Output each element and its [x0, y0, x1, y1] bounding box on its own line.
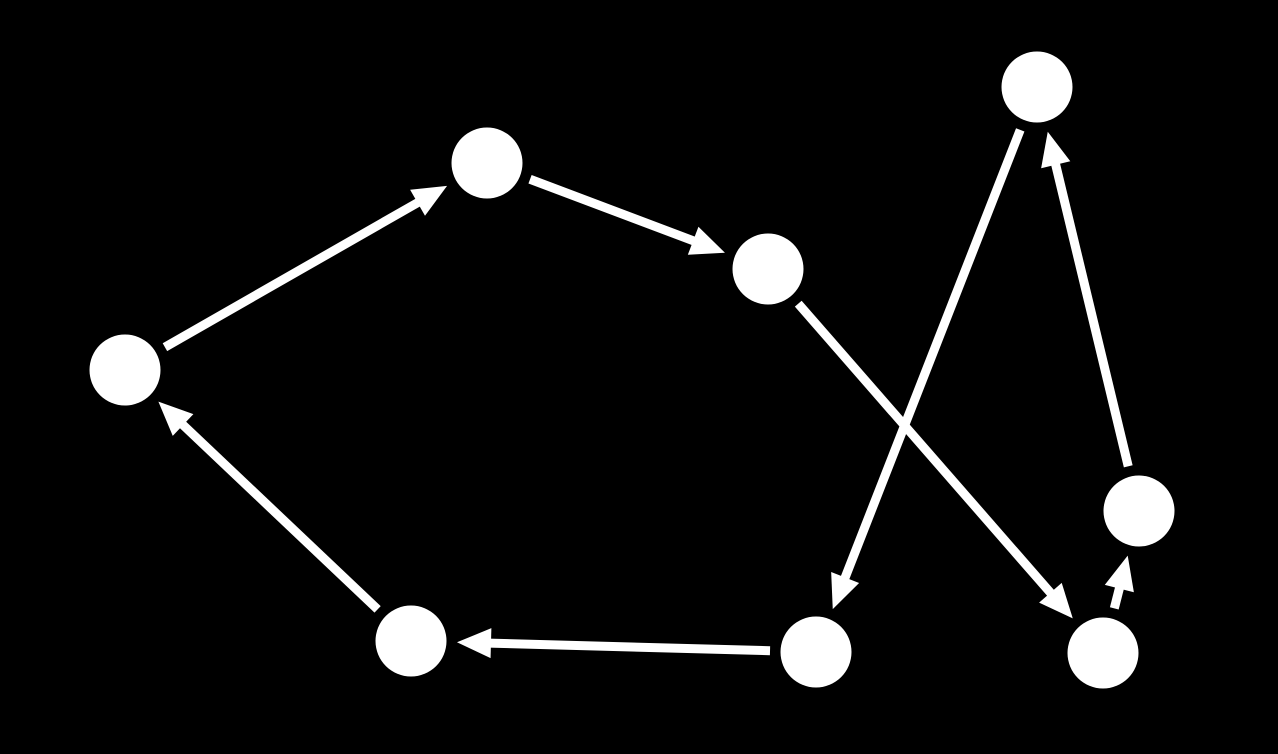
graph-edge-n1-to-n2 — [162, 197, 422, 352]
graph-arrowhead-n8-to-n1 — [158, 401, 194, 436]
node-circle-icon — [1103, 475, 1175, 547]
node-circle-icon — [375, 605, 447, 677]
node-circle-icon — [451, 127, 523, 199]
graph-edge-n2-to-n3 — [528, 175, 697, 246]
graph-arrowhead-n5-to-n4 — [1041, 131, 1071, 169]
graph-arrowhead-n1-to-n2 — [410, 185, 448, 216]
graph-node-n3[interactable] — [732, 233, 804, 305]
graph-node-n4[interactable] — [1001, 51, 1073, 123]
graph-edge-n5-to-n4 — [1050, 161, 1133, 468]
graph-edge-n7-to-n8 — [488, 638, 771, 656]
node-circle-icon — [1067, 617, 1139, 689]
graph-arrowhead-n3-to-n6 — [1039, 582, 1073, 619]
graph-node-n6[interactable] — [1067, 617, 1139, 689]
graph-edge-n3-to-n6 — [794, 300, 1056, 598]
graph-arrowhead-n4-to-n7 — [831, 572, 860, 610]
graph-node-n1[interactable] — [89, 334, 161, 406]
node-circle-icon — [732, 233, 804, 305]
graph-edge-n6-to-n5 — [1109, 585, 1125, 610]
graph-arrowhead-n2-to-n3 — [687, 226, 725, 255]
graph-node-n7[interactable] — [780, 616, 852, 688]
graph-edge-n8-to-n1 — [178, 420, 381, 613]
node-circle-icon — [89, 334, 161, 406]
graph-node-n8[interactable] — [375, 605, 447, 677]
graph-arrowhead-n7-to-n8 — [456, 628, 492, 659]
graph-edge-n4-to-n7 — [840, 128, 1025, 581]
graph-node-n2[interactable] — [451, 127, 523, 199]
node-circle-icon — [780, 616, 852, 688]
edge-layer — [158, 128, 1134, 659]
node-layer — [89, 51, 1175, 689]
node-circle-icon — [1001, 51, 1073, 123]
graph-arrowhead-n6-to-n5 — [1104, 555, 1134, 593]
graph-node-n5[interactable] — [1103, 475, 1175, 547]
